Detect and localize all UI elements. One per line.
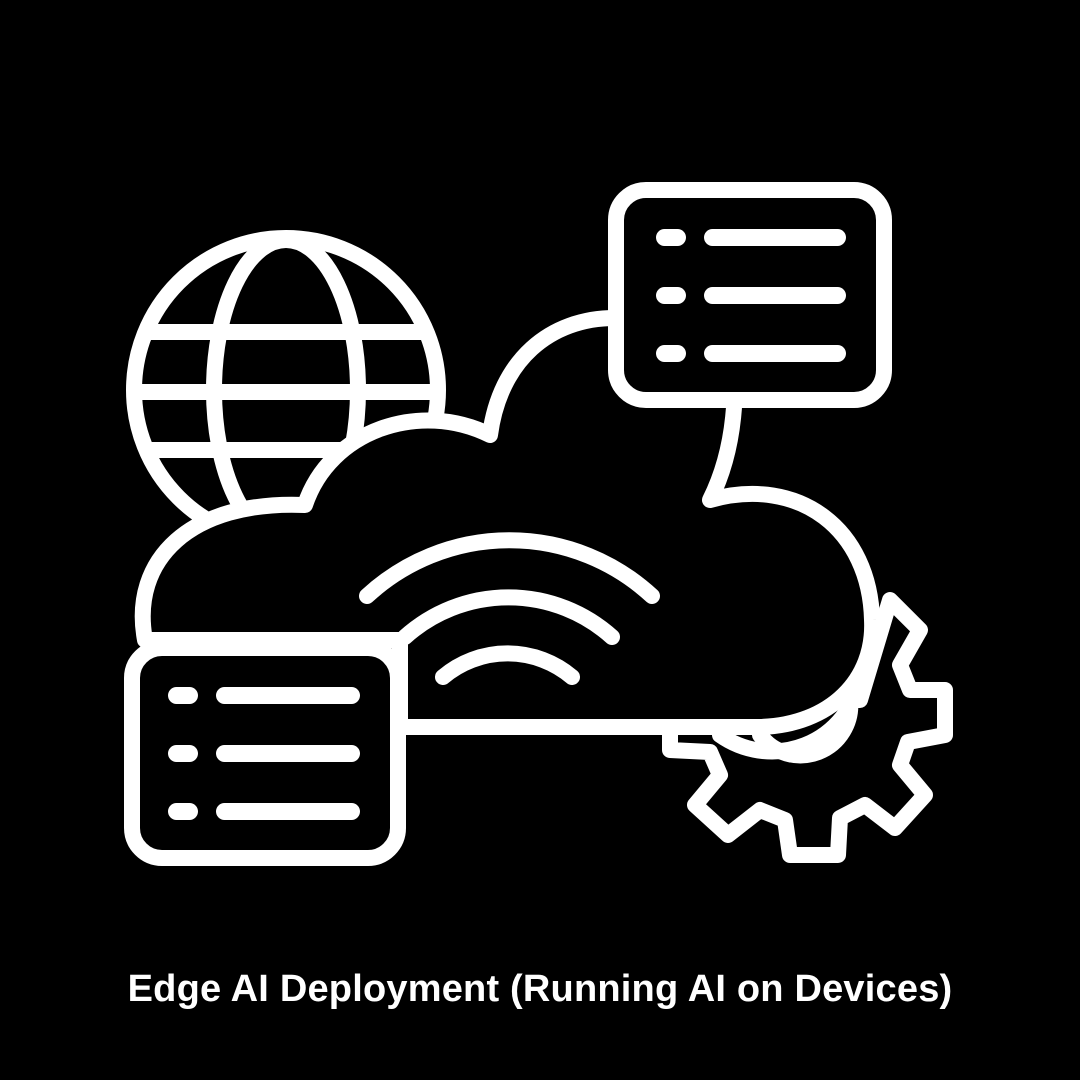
wifi-signal-icon	[359, 532, 660, 685]
server-top-icon	[608, 182, 892, 408]
edge-ai-illustration	[124, 182, 953, 866]
caption-title: Edge AI Deployment (Running AI on Device…	[127, 968, 953, 1010]
server-bottom-icon	[124, 640, 406, 866]
gear-icon	[662, 592, 953, 863]
